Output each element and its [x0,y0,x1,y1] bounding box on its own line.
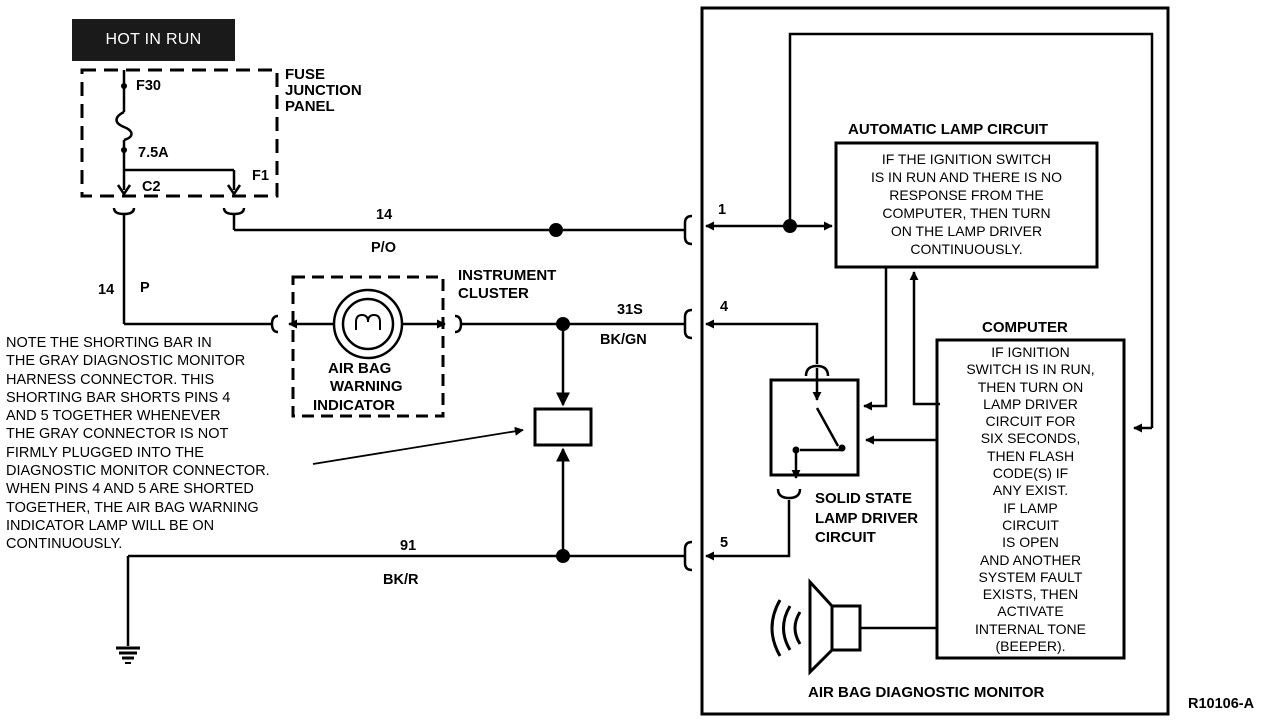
wire-14-po-number: 14 [376,207,392,223]
auto-lamp-title: AUTOMATIC LAMP CIRCUIT [848,121,1048,138]
lamp-bulb-icon [332,288,404,360]
fuse-panel-title-3: PANEL [285,98,335,115]
wire-31s-number: 31S [617,302,643,318]
shorting-bar-icon [533,407,593,447]
shorting-bar-note: NOTE THE SHORTING BAR IN THE GRAY DIAGNO… [6,335,270,553]
fuse-id-label: F30 [136,78,161,94]
figure-id: R10106-A [1188,696,1255,712]
pin-5-connector [683,540,693,572]
instrument-cluster-title-2: CLUSTER [458,285,529,302]
computer-text: IF IGNITION SWITCH IS IN RUN, THEN TURN … [966,344,1095,655]
ground-icon [116,646,140,664]
pin-5-label: 5 [720,535,728,551]
computer-box [935,338,1126,660]
splice-bkr [556,549,570,563]
monitor-title: AIR BAG DIAGNOSTIC MONITOR [808,684,1045,701]
speaker-icon [770,578,862,676]
lamp-driver-box [769,378,860,477]
hot-in-run-label: HOT IN RUN [72,19,235,61]
pin-4-label: 4 [720,299,728,315]
instrument-cluster-box [291,275,445,418]
pin-4-connector [683,308,693,340]
switch-icon [791,368,846,479]
wire-91-number: 91 [400,538,416,554]
wire-31s-color: BK/GN [600,332,647,348]
indicator-label-3: INDICATOR [313,397,395,414]
connector-c2-label: C2 [142,179,161,195]
pin-1-connector [683,214,693,246]
lamp-driver-title-3: CIRCUIT [815,529,876,546]
lamp-driver-title-1: SOLID STATE [815,490,912,507]
fuse-panel-title-2: JUNCTION [285,82,362,99]
lamp-driver-title-2: LAMP DRIVER [815,510,918,527]
connector-f1-label: F1 [252,168,269,184]
instrument-cluster-title-1: INSTRUMENT [458,267,556,284]
fuse-panel-title-1: FUSE [285,66,325,83]
fuse-junction-panel-box [80,68,279,198]
computer-title: COMPUTER [982,319,1068,336]
pin-1-label: 1 [718,202,726,218]
wire-14-p-color: P [140,280,150,296]
auto-lamp-text: IF THE IGNITION SWITCH IS IN RUN AND THE… [870,151,1063,257]
wire-14-p-number: 14 [98,282,114,298]
auto-lamp-box [834,141,1099,269]
indicator-label-1: AIR BAG [328,360,391,377]
fuse-icon [115,70,133,153]
wire-14-po-color: P/O [371,240,396,256]
indicator-label-2: WARNING [330,378,403,395]
splice-po [549,223,563,237]
diagnostic-monitor-box [700,6,1170,716]
fuse-rating-label: 7.5A [138,145,169,161]
wire-91-color: BK/R [383,572,419,588]
